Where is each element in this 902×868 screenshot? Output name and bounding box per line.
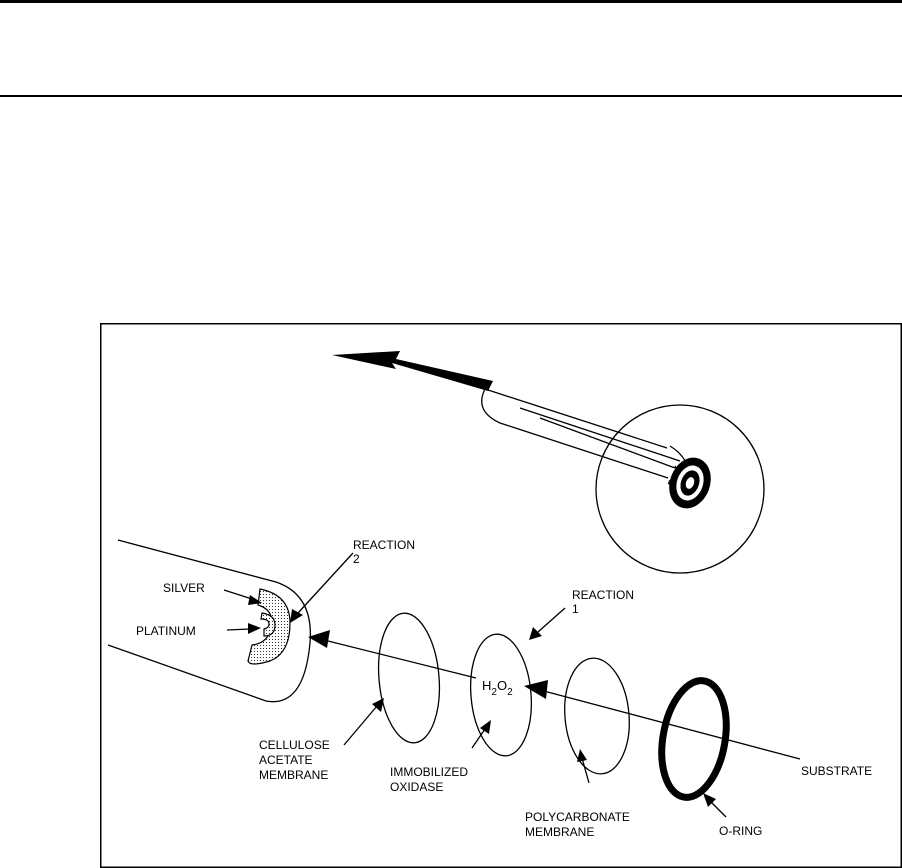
top-rule xyxy=(0,0,902,3)
h2o2-label: H2O2 xyxy=(482,678,513,698)
cellulose-label-1: CELLULOSE xyxy=(259,738,330,752)
reaction2-label: REACTION xyxy=(353,538,415,552)
cellulose-label-2: ACETATE xyxy=(259,753,313,767)
polycarbonate-label-2: MEMBRANE xyxy=(525,825,594,839)
polycarbonate-membrane xyxy=(564,657,630,775)
reaction1-number: 1 xyxy=(572,602,579,616)
platinum-label: PLATINUM xyxy=(136,624,196,638)
h2o2-arrow xyxy=(308,630,477,679)
header-rule xyxy=(0,95,902,97)
o-ring xyxy=(658,677,730,801)
leader-arrows xyxy=(223,552,727,818)
electrode-cross-section xyxy=(107,539,312,703)
cellulose-label-3: MEMBRANE xyxy=(259,768,328,782)
reaction2-number: 2 xyxy=(353,552,360,566)
figure-frame xyxy=(100,323,902,868)
cellulose-acetate-membrane xyxy=(377,612,441,744)
oxidase-label-1: IMMOBILIZED xyxy=(390,765,468,779)
substrate-label: SUBSTRATE xyxy=(801,764,872,778)
biosensor-diagram: REACTION 2 SILVER PLATINUM REACTION 1 H2… xyxy=(100,323,902,868)
oxidase-label-2: OXIDASE xyxy=(390,780,443,794)
probe-body xyxy=(481,388,691,491)
reaction1-label: REACTION xyxy=(572,588,634,602)
polycarbonate-label-1: POLYCARBONATE xyxy=(525,810,630,824)
substrate-arrow xyxy=(524,680,801,760)
oring-label: O-RING xyxy=(719,824,762,838)
silver-label: SILVER xyxy=(163,581,205,595)
magnified-tip xyxy=(595,404,765,574)
probe-cable xyxy=(332,351,493,391)
immobilized-oxidase-membrane xyxy=(469,633,533,757)
